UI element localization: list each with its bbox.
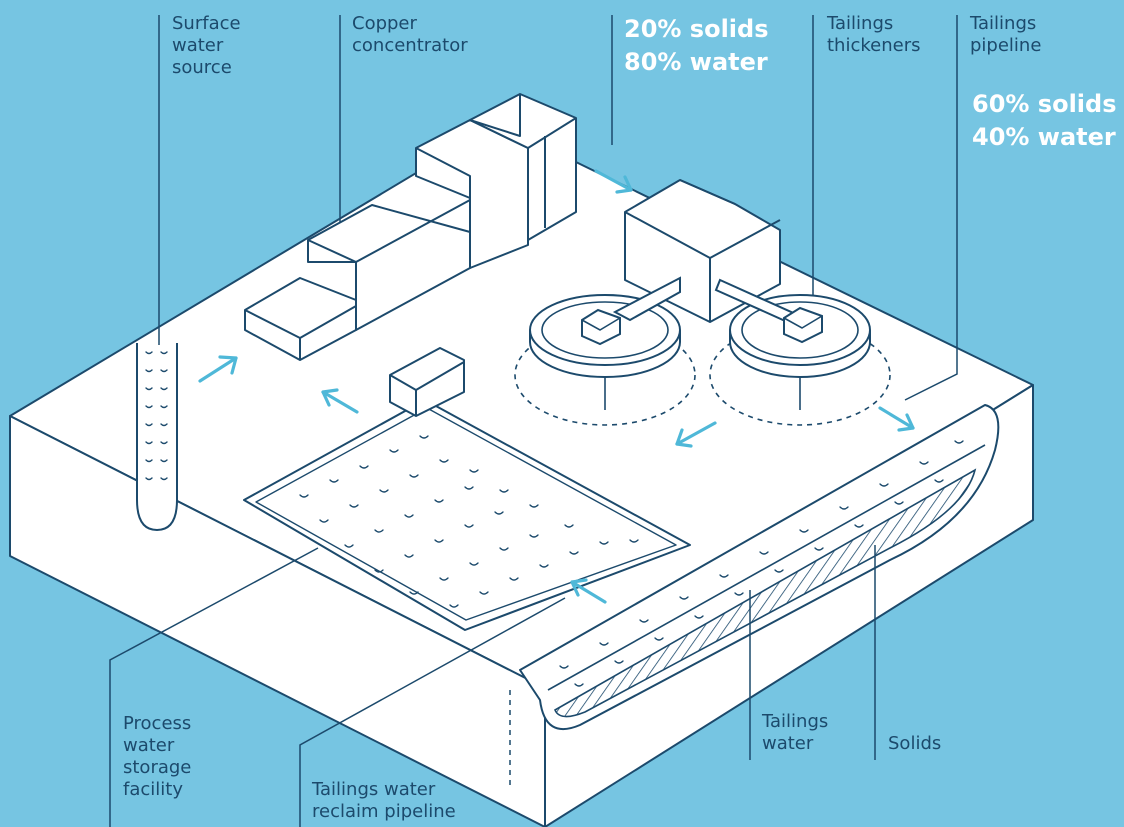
- pipeline-water-text: 40% water: [972, 123, 1116, 151]
- arrow-down-right-icon: [878, 406, 915, 432]
- label-reclaim-pipeline: Tailings water reclaim pipeline: [312, 779, 456, 822]
- arrow-up-right-icon: [198, 355, 238, 383]
- label-tailings-thickeners: Tailings thickeners: [827, 13, 921, 56]
- arrow-up-left-icon: [570, 578, 607, 604]
- label-surface-water-source: Surface water source: [172, 13, 241, 78]
- arrow-down-left-icon: [675, 421, 717, 448]
- leader-reclaim: [299, 597, 566, 827]
- flow-arrows: [198, 169, 915, 604]
- label-solids: Solids: [888, 733, 942, 754]
- arrow-up-left-icon: [321, 388, 359, 414]
- concentrate-solids-text: 20% solids: [624, 15, 769, 43]
- tailings-thickener-2: [709, 278, 891, 426]
- tailings-thickener-1: [514, 276, 696, 426]
- leader-lines: [109, 15, 958, 827]
- process-water-pond: [243, 399, 691, 631]
- concentrate-water-text: 80% water: [624, 48, 768, 76]
- surface-water-well: [136, 343, 178, 532]
- label-tailings-water: Tailings water: [762, 711, 829, 754]
- label-tailings-pipeline: Tailings pipeline: [970, 13, 1042, 56]
- leader-storage: [109, 547, 319, 827]
- arrow-down-right-icon: [594, 169, 633, 194]
- label-process-water-storage: Process water storage facility: [123, 713, 192, 800]
- leader-pipeline: [904, 15, 958, 401]
- label-concentrate-mix: 20% solids 80% water: [624, 13, 769, 79]
- pump-house: [389, 347, 465, 417]
- copper-concentrator: [244, 93, 577, 361]
- label-copper-concentrator: Copper concentrator: [352, 13, 468, 56]
- label-pipeline-mix: 60% solids 40% water: [972, 88, 1117, 154]
- pipeline-solids-text: 60% solids: [972, 90, 1117, 118]
- tailings-pond: [519, 404, 1000, 730]
